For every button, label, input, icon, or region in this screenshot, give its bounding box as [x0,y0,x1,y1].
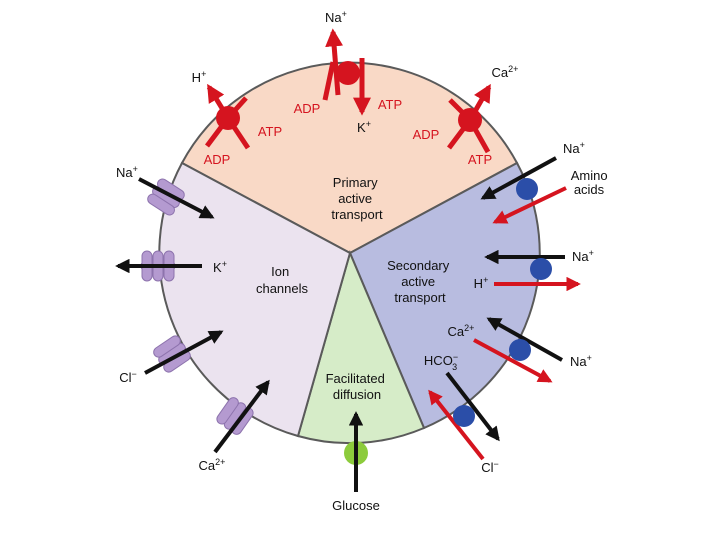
k-channel: K+ [115,250,227,282]
na-ca-na-arrow [486,317,563,362]
ca-pump-adp-label: ADP [413,127,440,142]
na-channel: Na+ [116,164,215,219]
na-influx-arrow [138,177,215,219]
facilitated-sector-label: Facilitated diffusion [326,371,389,402]
na-ca-carrier [509,339,531,361]
h-pump-body [216,106,240,130]
na-h-h-label: H+ [474,275,489,291]
na-k-pump-adp-label: ADP [294,101,321,116]
hco3-cl-cl-label: Cl− [481,459,499,475]
ca-pump-ca-label: Ca2+ [492,64,519,80]
na-h-na-label: Na+ [572,248,594,264]
na-ca-exchanger: Na+ Ca2+ [448,317,592,383]
na-k-pump-body [336,61,360,85]
ca-channel-label: Ca2+ [199,457,226,473]
cl-channel: Cl− [119,330,224,385]
hco3-cl-carrier [453,405,475,427]
ion-channels-sector-label: Ion channels [256,264,309,296]
na-h-exchanger: Na+ H+ [474,248,594,292]
hco3-label: HCO−3 [424,352,458,372]
ca-channel: Ca2+ [199,379,270,473]
h-pump-h-label: H+ [192,69,207,85]
ca-pump-atp-label: ATP [468,152,492,167]
na-ca-ca-label: Ca2+ [448,323,475,339]
cl-influx-arrow [144,330,224,375]
amino-acid-arrow [492,186,567,224]
hco3-cl-exchanger: HCO−3 Cl− [424,352,500,475]
na-ca-ca-arrow [473,338,553,383]
na-amino-na-label: Na+ [563,140,585,156]
na-efflux-arrow [325,28,344,96]
na-k-pump-na-label: Na+ [325,9,347,25]
na-k-pump-k-label: K+ [357,119,371,135]
na-k-pump-leg [322,61,336,101]
secondary-sector-label: Secondary active transport [387,258,453,305]
na-k-pump-atp-label: ATP [378,97,402,112]
amino-acids-label: Amino acids [571,168,611,197]
na-ca-na-label: Na+ [570,353,592,369]
cl-exchange-arrow [428,389,485,461]
na-amino-carrier [516,178,538,200]
ca-atpase-pump: Ca2+ ADP ATP [413,64,519,167]
hco3-arrow [445,371,500,442]
h-pump-adp-label: ADP [204,152,231,167]
k-channel-label: K+ [213,259,227,275]
na-h-carrier [530,258,552,280]
ca-pump-body [458,108,482,132]
na-cotransport-arrow [480,156,557,200]
na-k-atpase-pump: Na+ K+ ADP ATP [294,9,403,135]
glucose-label: Glucose [332,498,380,513]
na-channel-label: Na+ [116,164,138,180]
primary-sector-label: Primary active transport [331,175,383,222]
h-atpase-pump: H+ ADP ATP [192,69,282,167]
cl-channel-label: Cl− [119,369,137,385]
glucose-transporter: Glucose [332,411,380,513]
ca-influx-arrow [213,379,270,454]
na-amino-acid-cotransporter: Na+ Amino acids [480,140,611,224]
h-pump-atp-label: ATP [258,124,282,139]
